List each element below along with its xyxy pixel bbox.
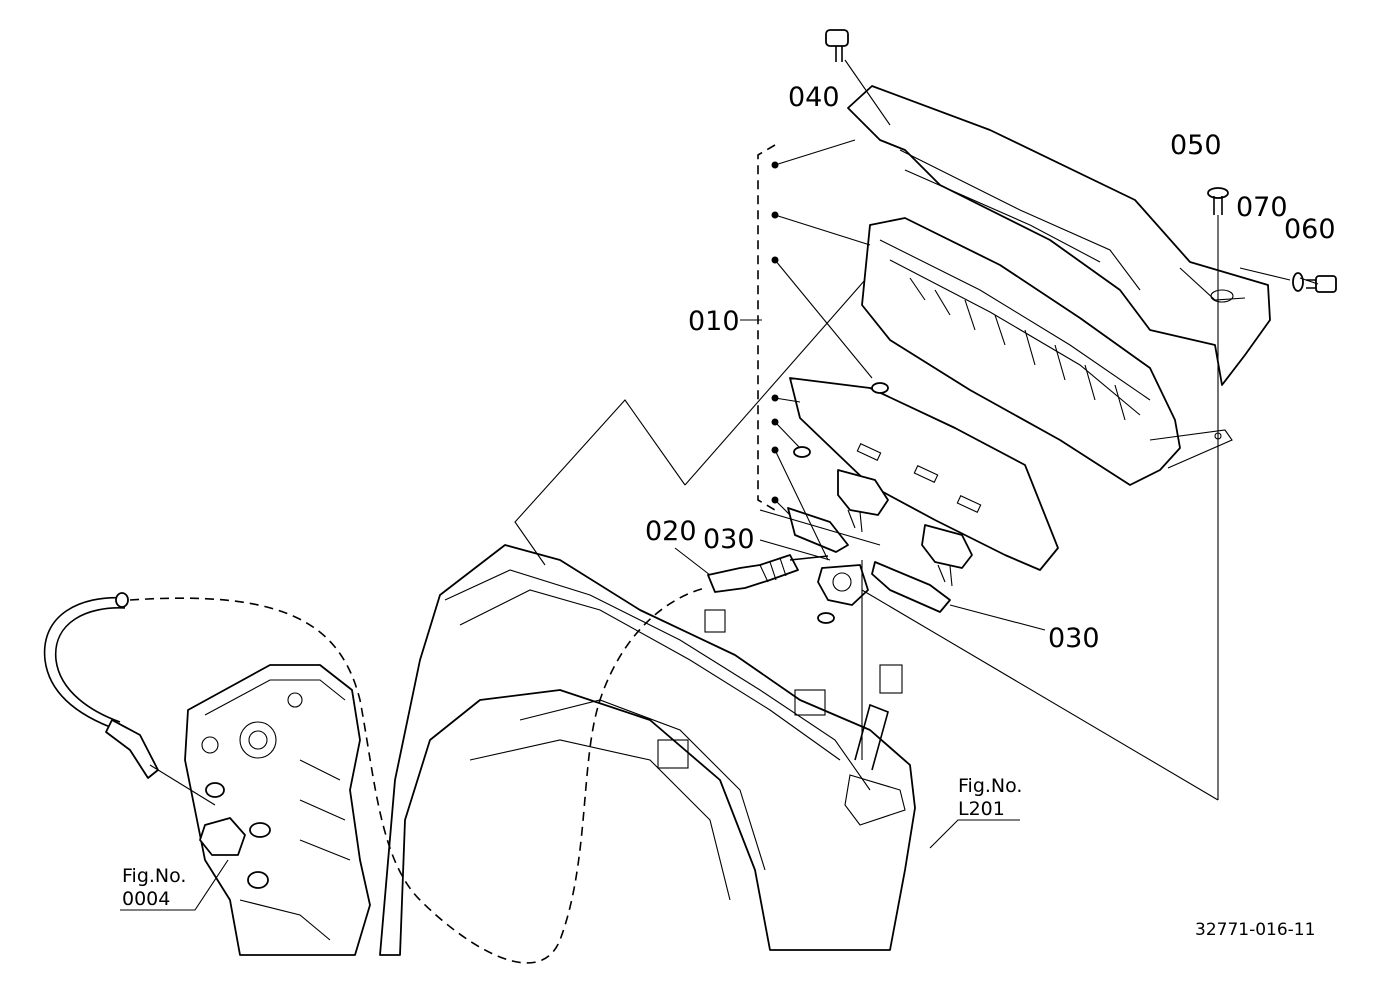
fig-ref-0004-label: Fig.No. [122, 865, 186, 887]
transmission-case [184, 664, 371, 956]
dash-panel-body [379, 544, 916, 956]
fig-ref-l201-label: Fig.No. [958, 775, 1022, 797]
callout-010: 010 [688, 306, 740, 337]
bolt-040 [825, 29, 849, 62]
meter-cable-connector-020 [707, 554, 829, 593]
meter-panel-frame [861, 217, 1233, 486]
fig-ref-0004-number: 0004 [122, 888, 170, 910]
indicator-lamp-socket-left [837, 469, 889, 533]
indicator-lamp-socket-right [921, 524, 973, 587]
callout-060: 060 [1284, 214, 1336, 245]
leader-lines [120, 59, 1319, 911]
group-dots [771, 161, 779, 504]
lower-gasket-030 [871, 561, 951, 613]
meter-lamp-bracket-030 [817, 564, 869, 606]
bolt-060 [1306, 275, 1337, 293]
callout-030-upper: 030 [703, 524, 755, 555]
meter-cover-upper [847, 85, 1271, 386]
drawing-code: 32771-016-11 [1195, 920, 1315, 940]
callout-070: 070 [1236, 192, 1288, 223]
callout-030-lower: 030 [1048, 623, 1100, 654]
meter-cover-gasket-plate [789, 377, 1059, 571]
fig-ref-l201-number: L201 [958, 798, 1005, 820]
callout-020: 020 [645, 516, 697, 547]
screw-050 [1207, 187, 1229, 215]
upper-gasket-030 [787, 507, 849, 553]
screw-clip [793, 382, 889, 624]
washer-070 [1292, 272, 1304, 292]
callout-050: 050 [1170, 130, 1222, 161]
callout-040: 040 [788, 82, 840, 113]
group-bracket-010 [757, 144, 776, 511]
speedometer-cable [43, 587, 706, 964]
